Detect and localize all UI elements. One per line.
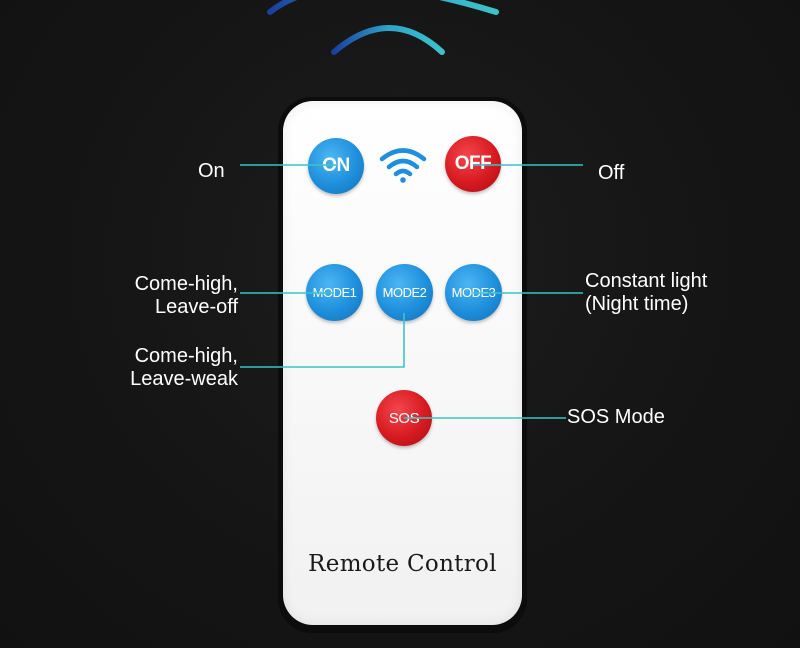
sos-button[interactable]: SOS xyxy=(376,390,432,446)
sos-button-label: SOS xyxy=(388,409,420,427)
mode3-button[interactable]: MODE3 xyxy=(445,264,502,321)
callout-mode3: Constant light (Night time) xyxy=(585,270,707,316)
callout-mode2: Come-high, Leave-weak xyxy=(104,345,238,391)
on-button-label: ON xyxy=(322,155,350,176)
callout-on: On xyxy=(198,160,225,182)
mode2-button[interactable]: MODE2 xyxy=(376,264,433,321)
off-button-label: OFF xyxy=(454,153,492,174)
off-button[interactable]: OFF xyxy=(445,136,501,192)
callout-mode1-line2: Leave-off xyxy=(154,296,238,318)
callout-mode3-line1: Constant light xyxy=(585,270,708,292)
mode3-button-label: MODE3 xyxy=(451,285,496,300)
on-button[interactable]: ON xyxy=(308,138,364,194)
callout-mode1: Come-high, Leave-off xyxy=(104,273,238,319)
callout-sos: SOS Mode xyxy=(567,406,665,428)
mode1-button-label: MODE1 xyxy=(312,285,357,300)
mode1-button[interactable]: MODE1 xyxy=(306,264,363,321)
ir-signal-waves xyxy=(267,0,499,55)
wifi-signal-icon xyxy=(379,148,427,183)
callout-off: Off xyxy=(598,162,625,184)
callout-mode1-line1: Come-high, xyxy=(134,273,238,295)
callout-mode2-line2: Leave-weak xyxy=(130,368,238,390)
callout-mode2-line1: Come-high, xyxy=(134,345,238,367)
callout-mode3-line2: (Night time) xyxy=(585,293,689,315)
remote-title: Remote Control xyxy=(308,551,497,577)
mode2-button-label: MODE2 xyxy=(382,285,427,300)
